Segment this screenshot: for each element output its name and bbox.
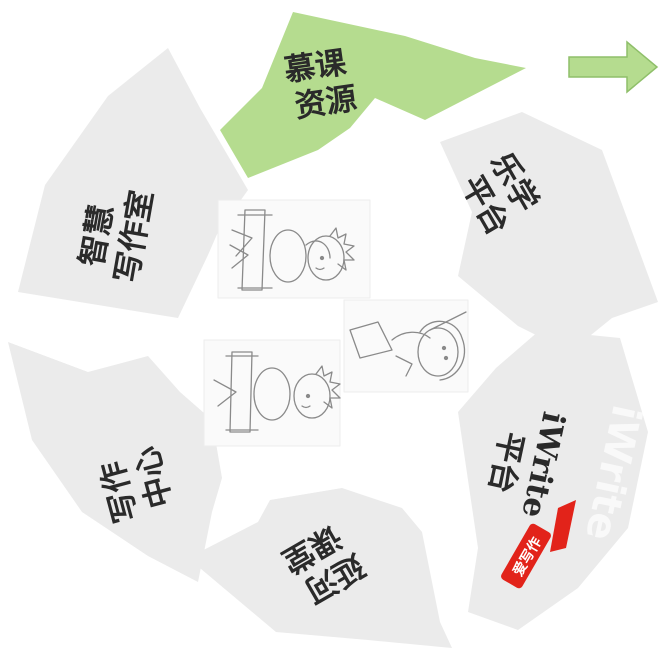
right-arrow-shape	[568, 40, 659, 94]
segment-mooc-label: 慕课 资源	[282, 43, 364, 125]
segment-mooc-shape	[220, 12, 526, 178]
segment-zhihui: 智慧 写作室	[18, 48, 248, 318]
center-photo-right	[343, 299, 469, 393]
segment-mooc: 慕课 资源	[220, 12, 526, 178]
segment-lexue: 乐学 平台	[440, 112, 658, 352]
segment-mooc-label-line-2: 资源	[293, 81, 359, 125]
segment-lexue-shape	[440, 112, 658, 352]
segment-iwrite: iWrite iWrite 平台 爱写作	[458, 330, 649, 630]
segment-yanhe: 延河 课堂	[188, 488, 452, 648]
segment-iwrite-label: iWrite 平台	[476, 401, 572, 532]
right-arrow-icon	[568, 40, 659, 94]
segment-zhihui-label: 智慧 写作室	[72, 181, 160, 285]
center-photo-bottom	[203, 339, 341, 447]
brand-slash-mark	[550, 500, 576, 552]
center-illustration	[203, 199, 469, 447]
segment-yanhe-shape	[188, 488, 452, 648]
segment-zhihui-shape	[18, 48, 248, 318]
segment-iwrite-shape	[458, 330, 648, 630]
segment-xiezuo-shape	[8, 342, 222, 582]
teacher-illustration	[349, 311, 467, 381]
student-top-illustration	[229, 209, 355, 291]
segment-xiezuo: 写作 中心	[8, 342, 222, 582]
segment-mooc-label-line-1: 慕课	[282, 45, 349, 89]
student-bottom-illustration	[213, 351, 341, 433]
brand-badge	[501, 523, 551, 589]
